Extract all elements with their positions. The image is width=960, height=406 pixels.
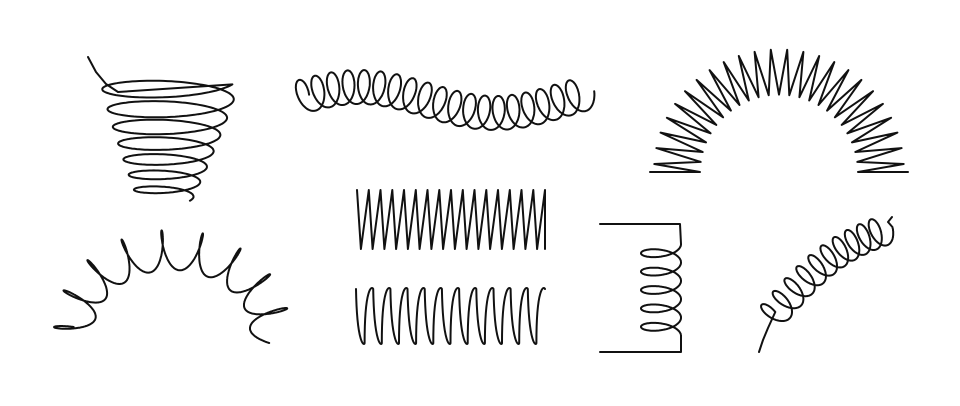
arched-zigzag-spring-icon [649,48,909,173]
conical-spring-icon [87,56,235,202]
springs-group [53,48,909,353]
wavy-coil-spring-icon [294,69,596,131]
wave-spring-icon [355,287,546,345]
zigzag-spring-icon [356,189,546,250]
diagonal-coil-spring-icon [758,216,895,353]
arched-coil-spring-icon [53,229,289,344]
bracket-coil-spring-icon [599,223,682,353]
